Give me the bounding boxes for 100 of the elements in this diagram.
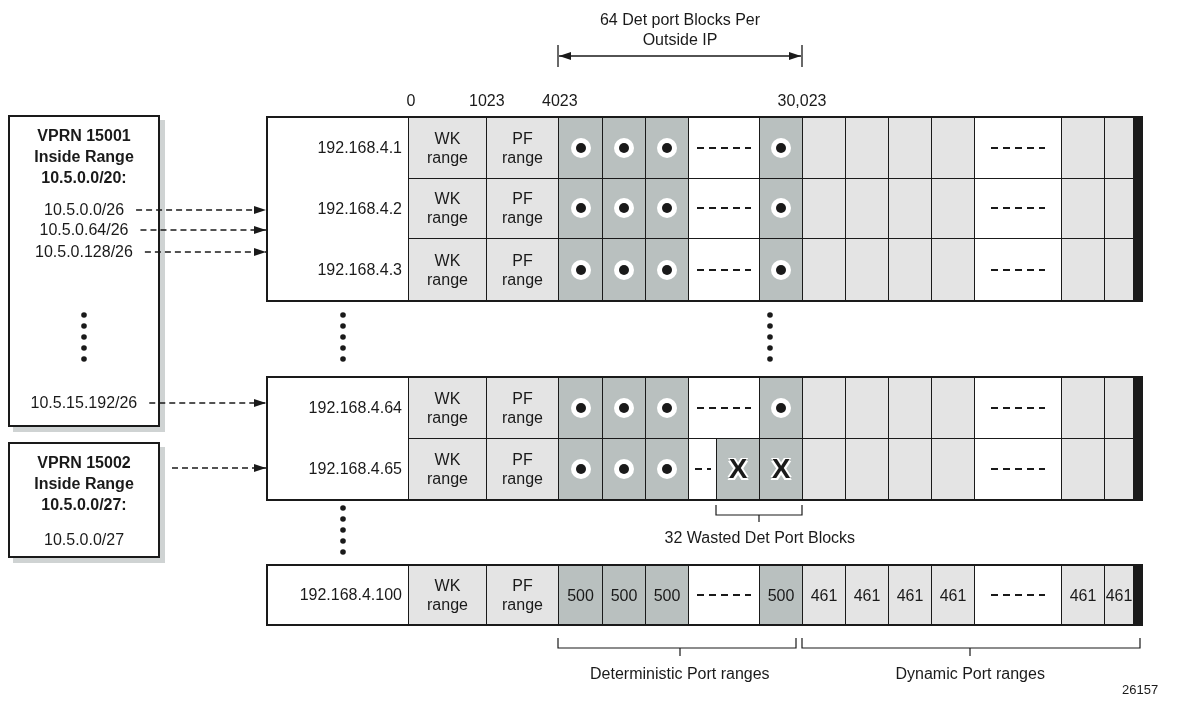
gap-block [688, 178, 759, 240]
port-block [645, 178, 688, 240]
port-range-cell: PF range [486, 438, 558, 499]
port-block [931, 178, 974, 240]
gap-block [974, 118, 1061, 179]
arrow [135, 206, 267, 214]
port-block [802, 239, 845, 300]
port-block [802, 378, 845, 439]
port-block [645, 118, 688, 179]
port-range-cell: 500 [645, 566, 688, 624]
port-range-cell: 461 [845, 566, 888, 624]
port-block [1104, 438, 1133, 499]
port-block [802, 178, 845, 240]
port-range-cell: 461 [802, 566, 845, 624]
port-block [802, 118, 845, 179]
port-block [1104, 118, 1133, 179]
bracket-label: Dynamic Port ranges [895, 664, 1045, 684]
wasted-port-block: X [759, 438, 802, 499]
address-range: 10.5.0.0/26 [44, 200, 125, 220]
port-range-cell: WK range [408, 178, 486, 240]
ip-address: 192.168.4.1 [317, 139, 402, 158]
port-block [558, 378, 602, 439]
port-block [845, 438, 888, 499]
port-block [602, 378, 645, 439]
address-range: 10.5.0.64/26 [39, 220, 129, 240]
gap-block [974, 378, 1061, 439]
address-range: 10.5.0.128/26 [35, 242, 133, 262]
port-block [888, 118, 931, 179]
port-range-cell: WK range [408, 118, 486, 179]
port-block [645, 239, 688, 300]
port-number: 4023 [542, 91, 578, 111]
port-block [888, 239, 931, 300]
port-block [1104, 239, 1133, 300]
port-block [602, 178, 645, 240]
port-range-cell: WK range [408, 566, 486, 624]
port-block [759, 239, 802, 300]
port-range-cell: WK range [408, 438, 486, 499]
port-block [931, 438, 974, 499]
bracket-label: 32 Wasted Det Port Blocks [664, 528, 856, 548]
port-range-cell: PF range [486, 566, 558, 624]
port-block [558, 178, 602, 240]
port-block [845, 178, 888, 240]
address-range: 10.5.15.192/26 [30, 393, 138, 413]
port-block [1104, 178, 1133, 240]
ip-address: 192.168.4.100 [299, 586, 402, 604]
bracket-label: Deterministic Port ranges [590, 664, 770, 684]
port-range-cell: 500 [759, 566, 802, 624]
port-block [558, 239, 602, 300]
port-range-cell: PF range [486, 178, 558, 240]
port-block [1061, 178, 1104, 240]
port-range-cell: 500 [558, 566, 602, 624]
port-block [1061, 118, 1104, 179]
port-number: 0 [406, 91, 416, 111]
address-block-table [266, 116, 1143, 302]
gap-block [688, 378, 759, 439]
port-range-cell: PF range [486, 239, 558, 300]
gap-block [688, 118, 759, 179]
port-block [1104, 378, 1133, 439]
port-block [845, 118, 888, 179]
gap-block [974, 178, 1061, 240]
wasted-port-block: X [716, 438, 759, 499]
figure-number: 26157 [1122, 681, 1159, 699]
port-range-cell: PF range [486, 378, 558, 439]
arrow [139, 226, 267, 234]
port-block [931, 239, 974, 300]
arrow [144, 248, 267, 256]
port-range-cell: PF range [486, 118, 558, 179]
port-block [888, 378, 931, 439]
port-range-cell: 461 [1104, 566, 1133, 624]
port-block [558, 118, 602, 179]
port-block [1061, 239, 1104, 300]
port-block [931, 118, 974, 179]
port-block [645, 438, 688, 499]
port-block [845, 378, 888, 439]
port-block [1061, 438, 1104, 499]
port-block [845, 239, 888, 300]
address-range: 10.5.0.0/27 [44, 530, 125, 550]
port-range-cell: 461 [1061, 566, 1104, 624]
port-block [558, 438, 602, 499]
port-block [602, 239, 645, 300]
port-range-cell: 461 [888, 566, 931, 624]
port-block [1061, 378, 1104, 439]
port-block [759, 118, 802, 179]
port-range-cell: WK range [408, 239, 486, 300]
port-range-cell: WK range [408, 378, 486, 439]
port-block [602, 438, 645, 499]
port-block [759, 178, 802, 240]
ip-address: 192.168.4.64 [308, 399, 402, 418]
port-block [602, 118, 645, 179]
port-number: 1023 [469, 91, 505, 111]
port-block [645, 378, 688, 439]
panel-heading: VPRN 15001 Inside Range 10.5.0.0/20: [33, 126, 135, 188]
port-number: 30,023 [777, 91, 827, 111]
ip-address: 192.168.4.2 [317, 200, 402, 218]
ip-address: 192.168.4.3 [317, 260, 402, 279]
arrow [171, 464, 267, 472]
panel-heading: VPRN 15002 Inside Range 10.5.0.0/27: [33, 453, 135, 515]
ip-address: 192.168.4.65 [308, 459, 402, 478]
port-block [888, 438, 931, 499]
port-block [802, 438, 845, 499]
